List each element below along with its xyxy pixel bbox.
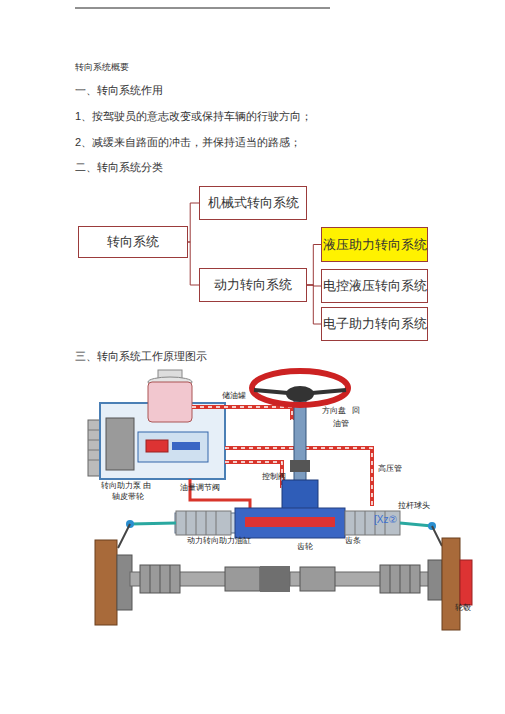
category-box: 动力转向系统 <box>199 268 307 302</box>
valve-spring <box>172 442 200 450</box>
cv-boot <box>140 565 180 593</box>
section-heading: 三、转向系统工作原理图示 <box>75 350 207 363</box>
boot-rib <box>196 511 197 535</box>
part-label: 储油罐 <box>222 391 246 400</box>
rack-boot <box>176 511 231 535</box>
flow-valve <box>138 432 208 462</box>
box-label: 转向系统 <box>107 234 159 250</box>
boot-rib <box>170 565 171 593</box>
part-label: 油管 <box>333 419 349 428</box>
differential-stub <box>260 566 290 592</box>
category-box: 电控液压转向系统 <box>321 269 428 303</box>
boot-rib <box>390 565 391 593</box>
control-valve <box>282 480 318 510</box>
boot-rib <box>160 565 161 593</box>
connector-line <box>188 242 199 285</box>
steering-arm <box>118 524 130 548</box>
pulley-rib <box>88 460 100 461</box>
wheel-hub <box>460 560 472 605</box>
connector-line <box>307 285 321 286</box>
box-label: 电子助力转向系统 <box>323 316 427 332</box>
part-label: 齿条 <box>345 536 361 545</box>
connector-line <box>307 245 321 286</box>
part-label: 油量调节阀 <box>180 483 220 492</box>
boot-rib <box>365 511 366 535</box>
category-box: 机械式转向系统 <box>199 186 307 220</box>
connector-line <box>307 285 321 324</box>
boot-rib <box>150 565 151 593</box>
wheel-spoke <box>312 390 346 393</box>
part-label: 方向盘 <box>322 406 346 415</box>
box-label: 动力转向系统 <box>214 277 292 293</box>
cylinder-fluid <box>245 517 335 527</box>
boot-rib <box>216 511 217 535</box>
body-text: 1、按驾驶员的意志改变或保持车辆的行驶方向； <box>75 110 312 123</box>
box-label: 液压助力转向系统 <box>323 237 427 253</box>
part-label: 转向助力泵 由 <box>101 481 151 490</box>
rack-boot <box>345 511 400 535</box>
pulley-rib <box>88 440 100 441</box>
boot-rib <box>206 511 207 535</box>
reservoir <box>148 382 192 422</box>
part-label: 高压管 <box>378 464 402 473</box>
boot-rib <box>400 565 401 593</box>
section-heading: 一、转向系统作用 <box>75 84 163 97</box>
tie-rod <box>130 523 176 524</box>
part-label: 控制阀 <box>262 472 286 481</box>
pulley-rib <box>88 430 100 431</box>
steering-wheel <box>252 371 348 405</box>
category-box: 转向系统 <box>78 226 188 258</box>
category-box: 液压助力转向系统 <box>321 227 428 262</box>
part-label: 拉杆球头 <box>398 501 430 510</box>
connector-line <box>188 203 199 242</box>
section-heading: 二、转向系统分类 <box>75 161 163 174</box>
brake-disc <box>95 540 117 625</box>
hose-stripe <box>192 407 292 420</box>
part-label: 轮毂 <box>455 603 471 612</box>
pulley <box>88 420 100 476</box>
universal-joint <box>290 460 310 472</box>
category-box: 电子助力转向系统 <box>321 307 428 341</box>
body-text: 2、减缓来自路面的冲击，并保持适当的路感； <box>75 136 301 149</box>
box-label: 电控液压转向系统 <box>323 278 427 294</box>
overlay-mark: [Xz② <box>374 514 397 526</box>
document-title: 转向系统概要 <box>75 62 129 73</box>
boot-rib <box>355 511 356 535</box>
power-cylinder <box>235 508 345 538</box>
boot-rib <box>410 565 411 593</box>
valve-piston <box>146 440 168 452</box>
return-hose <box>192 407 292 420</box>
part-label: 回 <box>352 406 360 415</box>
cv-boot <box>380 565 420 593</box>
steering-arm <box>432 526 442 546</box>
cv-boot <box>300 567 335 591</box>
knuckle <box>428 560 442 600</box>
part-label: 齿轮 <box>297 542 313 551</box>
boot-rib <box>186 511 187 535</box>
box-label: 机械式转向系统 <box>208 195 299 211</box>
brake-disc <box>442 538 460 630</box>
wheel-hub <box>286 386 314 402</box>
top-rule <box>75 8 330 9</box>
part-label: 轴皮带轮 <box>112 492 144 501</box>
tie-rod <box>400 523 432 526</box>
part-label: 动力转向助力油缸 <box>187 536 251 545</box>
pulley-rib <box>88 450 100 451</box>
pump-body <box>106 418 134 470</box>
cv-boot <box>225 567 260 591</box>
wheel-spoke <box>254 390 288 393</box>
